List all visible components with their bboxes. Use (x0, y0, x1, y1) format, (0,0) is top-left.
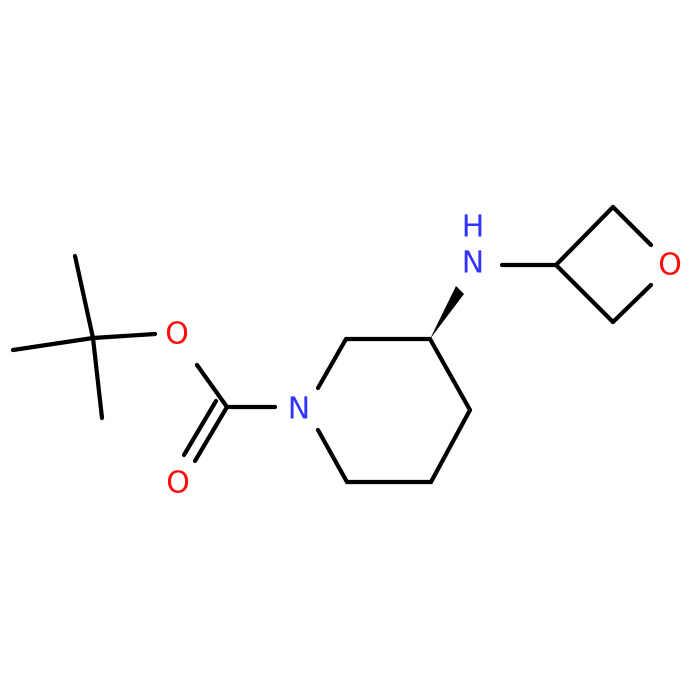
bond-ring-c3-to-c4 (427, 336, 473, 413)
bond-carbonyl-double-b (181, 398, 219, 458)
bond-tbu-methyl-top (72, 253, 96, 341)
bond-tbu-methyl-left (10, 335, 96, 353)
atom-carbonyl-oxygen: O (166, 466, 190, 501)
bond-ester-oxygen-to-carbonyl-carbon (194, 362, 230, 410)
bond-oxetane-o-to-c4 (610, 282, 654, 325)
bond-tbu-methyl-bottom (90, 335, 105, 421)
bond-tbu-to-ester-oxygen (90, 331, 158, 341)
bond-carbonyl-double-a (192, 404, 230, 464)
atom-amine-nitrogen: N (462, 246, 484, 281)
bond-oxetane-c2-to-o (610, 204, 654, 248)
bond-ring-c6-to-n (315, 427, 350, 485)
bond-ring-c4-to-c5 (428, 407, 473, 485)
bond-ring-n-to-c2 (315, 336, 349, 391)
atom-oxetane-oxygen: O (658, 248, 682, 283)
bond-stereo-wedge (430, 286, 464, 339)
atom-amine-hydrogen: H (462, 210, 485, 245)
bond-oxetane-c1-to-c2 (553, 204, 616, 268)
atom-ester-oxygen: O (165, 317, 189, 352)
bond-oxetane-c4-to-c1 (553, 262, 616, 325)
atom-ring-nitrogen: N (288, 392, 310, 427)
